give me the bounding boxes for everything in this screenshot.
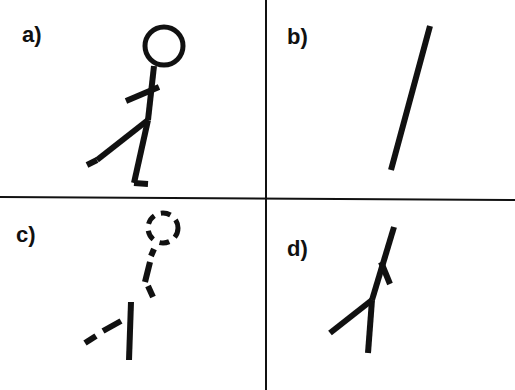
stick-figure bbox=[87, 27, 183, 184]
divider-line bbox=[0, 197, 515, 200]
panel-label: a) bbox=[22, 24, 42, 46]
panel-label: d) bbox=[287, 238, 308, 260]
divider-line bbox=[265, 0, 267, 390]
panel-label: b) bbox=[287, 26, 308, 48]
fragmented-figure bbox=[85, 213, 178, 360]
single-line bbox=[391, 26, 430, 170]
panel-label: c) bbox=[16, 224, 36, 246]
partial-figure bbox=[330, 227, 394, 353]
